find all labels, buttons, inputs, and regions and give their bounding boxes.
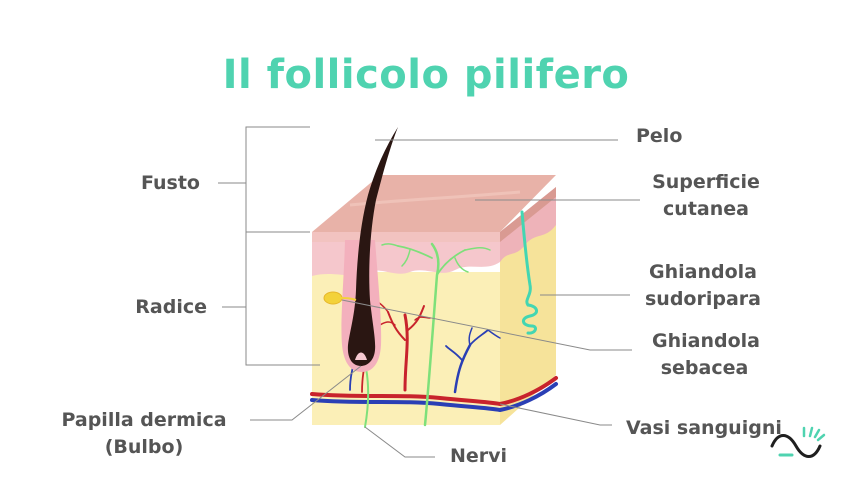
sweat-gland (520, 210, 538, 335)
epidermis-front-edge (312, 232, 500, 242)
label-vasi-sanguigni: Vasi sanguigni (626, 417, 782, 439)
label-pelo: Pelo (636, 125, 683, 147)
hair-shaft (347, 127, 398, 366)
sebaceous-gland (323, 291, 343, 305)
label-superficie-cutanea: Superficie cutanea (652, 171, 760, 220)
dermal-papilla (355, 352, 367, 360)
label-papilla-dermica: Papilla dermica (Bulbo) (61, 409, 227, 458)
leader-lines (218, 126, 640, 458)
blood-vessels (310, 299, 558, 413)
label-radice: Radice (135, 296, 207, 318)
logo-mark (770, 426, 826, 458)
label-nervi: Nervi (450, 445, 508, 467)
epidermis-side-edge (500, 187, 556, 242)
label-ghiandola-sebacea: Ghiandola sebacea (652, 330, 760, 379)
nerves (364, 242, 491, 428)
page-title: Il follicolo pilifero (222, 52, 630, 98)
label-ghiandola-sudoripara: Ghiandola sudoripara (645, 261, 761, 310)
label-fusto: Fusto (140, 172, 200, 194)
